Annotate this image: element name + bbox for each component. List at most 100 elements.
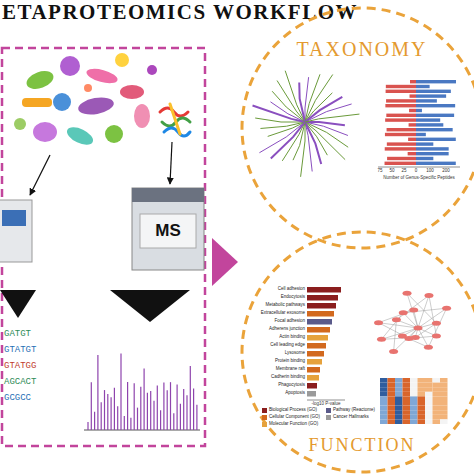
- microbe: [77, 95, 115, 117]
- bar: [416, 104, 455, 107]
- heatmap-cell: [425, 396, 433, 401]
- legend-swatch: [262, 415, 267, 420]
- bar: [416, 152, 449, 155]
- tree-branch: [305, 114, 359, 122]
- network-node: [414, 326, 423, 331]
- node-title: MS: [155, 222, 181, 241]
- bar: [408, 152, 416, 155]
- heatmap-cell: [380, 406, 388, 411]
- spectrum-peak: [91, 382, 92, 430]
- spectrum-peak: [134, 383, 135, 430]
- network-node: [377, 337, 386, 342]
- heatmap-cell: [403, 401, 411, 406]
- heatmap-cell: [433, 387, 441, 392]
- spectrum-peak: [170, 382, 171, 430]
- heatmap-cell: [440, 387, 448, 392]
- bar: [386, 99, 416, 102]
- tree-branch: [305, 122, 321, 164]
- sequence-read: GTATGG: [4, 362, 36, 371]
- spectrum-peak: [193, 388, 194, 430]
- network-node: [403, 291, 412, 296]
- spectrum-peak: [94, 412, 95, 430]
- axis-label: Number of Genus-Specific Peptides: [383, 176, 455, 181]
- microbe: [115, 53, 129, 67]
- heatmap-cell: [410, 419, 418, 424]
- bar: [385, 118, 416, 121]
- microbes: [14, 53, 157, 148]
- bar: [307, 343, 326, 349]
- legend-item: Molecular Function (GO): [262, 422, 318, 427]
- heatmap-cell: [425, 392, 433, 397]
- heatmap-cell: [433, 401, 441, 406]
- heatmap-cell: [380, 410, 388, 415]
- spectrum-peak: [160, 410, 161, 430]
- bar: [416, 133, 426, 136]
- bar: [307, 383, 317, 389]
- heatmap-cell: [418, 419, 426, 424]
- spectrum-peak: [130, 418, 131, 430]
- bar: [387, 128, 416, 131]
- heatmap-cell: [440, 401, 448, 406]
- enrichment-bar-chart: [307, 287, 345, 400]
- microbe: [64, 124, 95, 149]
- heatmap-cell: [433, 383, 441, 388]
- heatmap-cell: [395, 419, 403, 424]
- bar: [408, 138, 416, 141]
- spectrum-peak: [163, 383, 164, 430]
- heatmap-cell: [410, 383, 418, 388]
- protein-ribbon: [160, 104, 190, 136]
- heatmap-cell: [410, 396, 418, 401]
- heatmap-cell: [403, 410, 411, 415]
- network-link: [403, 308, 446, 313]
- axis: [378, 167, 460, 168]
- bar: [416, 123, 443, 126]
- microbe: [22, 98, 52, 107]
- tree-branch: [299, 82, 305, 122]
- category-label: Cell adhesion: [278, 287, 305, 292]
- spectrum-peak: [124, 416, 125, 430]
- mass-spectrometer: [132, 188, 204, 270]
- node-title: TAXONOMY: [296, 38, 427, 60]
- bar: [416, 94, 446, 97]
- spectrum-peak: [153, 401, 154, 430]
- microbe: [33, 122, 57, 142]
- heatmap-cell: [380, 392, 388, 397]
- tree-branch: [260, 122, 305, 128]
- heatmap-cell: [380, 378, 388, 383]
- bar: [387, 142, 416, 145]
- spectrum-peak: [167, 390, 168, 430]
- heatmap-cell: [403, 378, 411, 383]
- category-label: Membrane raft: [276, 367, 305, 372]
- heatmap-cell: [403, 387, 411, 392]
- bar: [307, 375, 319, 381]
- tree-branch: [285, 71, 305, 122]
- category-label: Lysosome: [285, 351, 305, 356]
- heatmap-cell: [425, 378, 433, 383]
- microbe: [14, 118, 26, 130]
- tree-branch: [305, 122, 345, 160]
- bar: [307, 359, 322, 365]
- heatmap-cell: [395, 396, 403, 401]
- spectrum-peak: [137, 408, 138, 430]
- mass-spectrum: [84, 354, 200, 430]
- tree-branch: [305, 122, 312, 171]
- bar: [410, 80, 416, 83]
- heatmap-cell: [403, 419, 411, 424]
- bar: [307, 367, 320, 373]
- ms-top: [132, 188, 204, 202]
- bar: [410, 94, 416, 97]
- heatmap-cell: [388, 383, 396, 388]
- network-node: [442, 306, 451, 311]
- bar: [387, 157, 416, 160]
- heatmap-cell: [425, 401, 433, 406]
- bar: [416, 157, 433, 160]
- category-label: Metabolic pathways: [265, 303, 305, 308]
- heatmap-cell: [418, 396, 426, 401]
- peptide-bar-chart: [378, 80, 460, 167]
- bar: [307, 327, 330, 333]
- spectrum-peak: [186, 395, 187, 430]
- heatmap-cell: [440, 378, 448, 383]
- bar: [307, 351, 324, 357]
- spectrum-peak: [117, 406, 118, 430]
- spectrum-peak: [120, 354, 121, 430]
